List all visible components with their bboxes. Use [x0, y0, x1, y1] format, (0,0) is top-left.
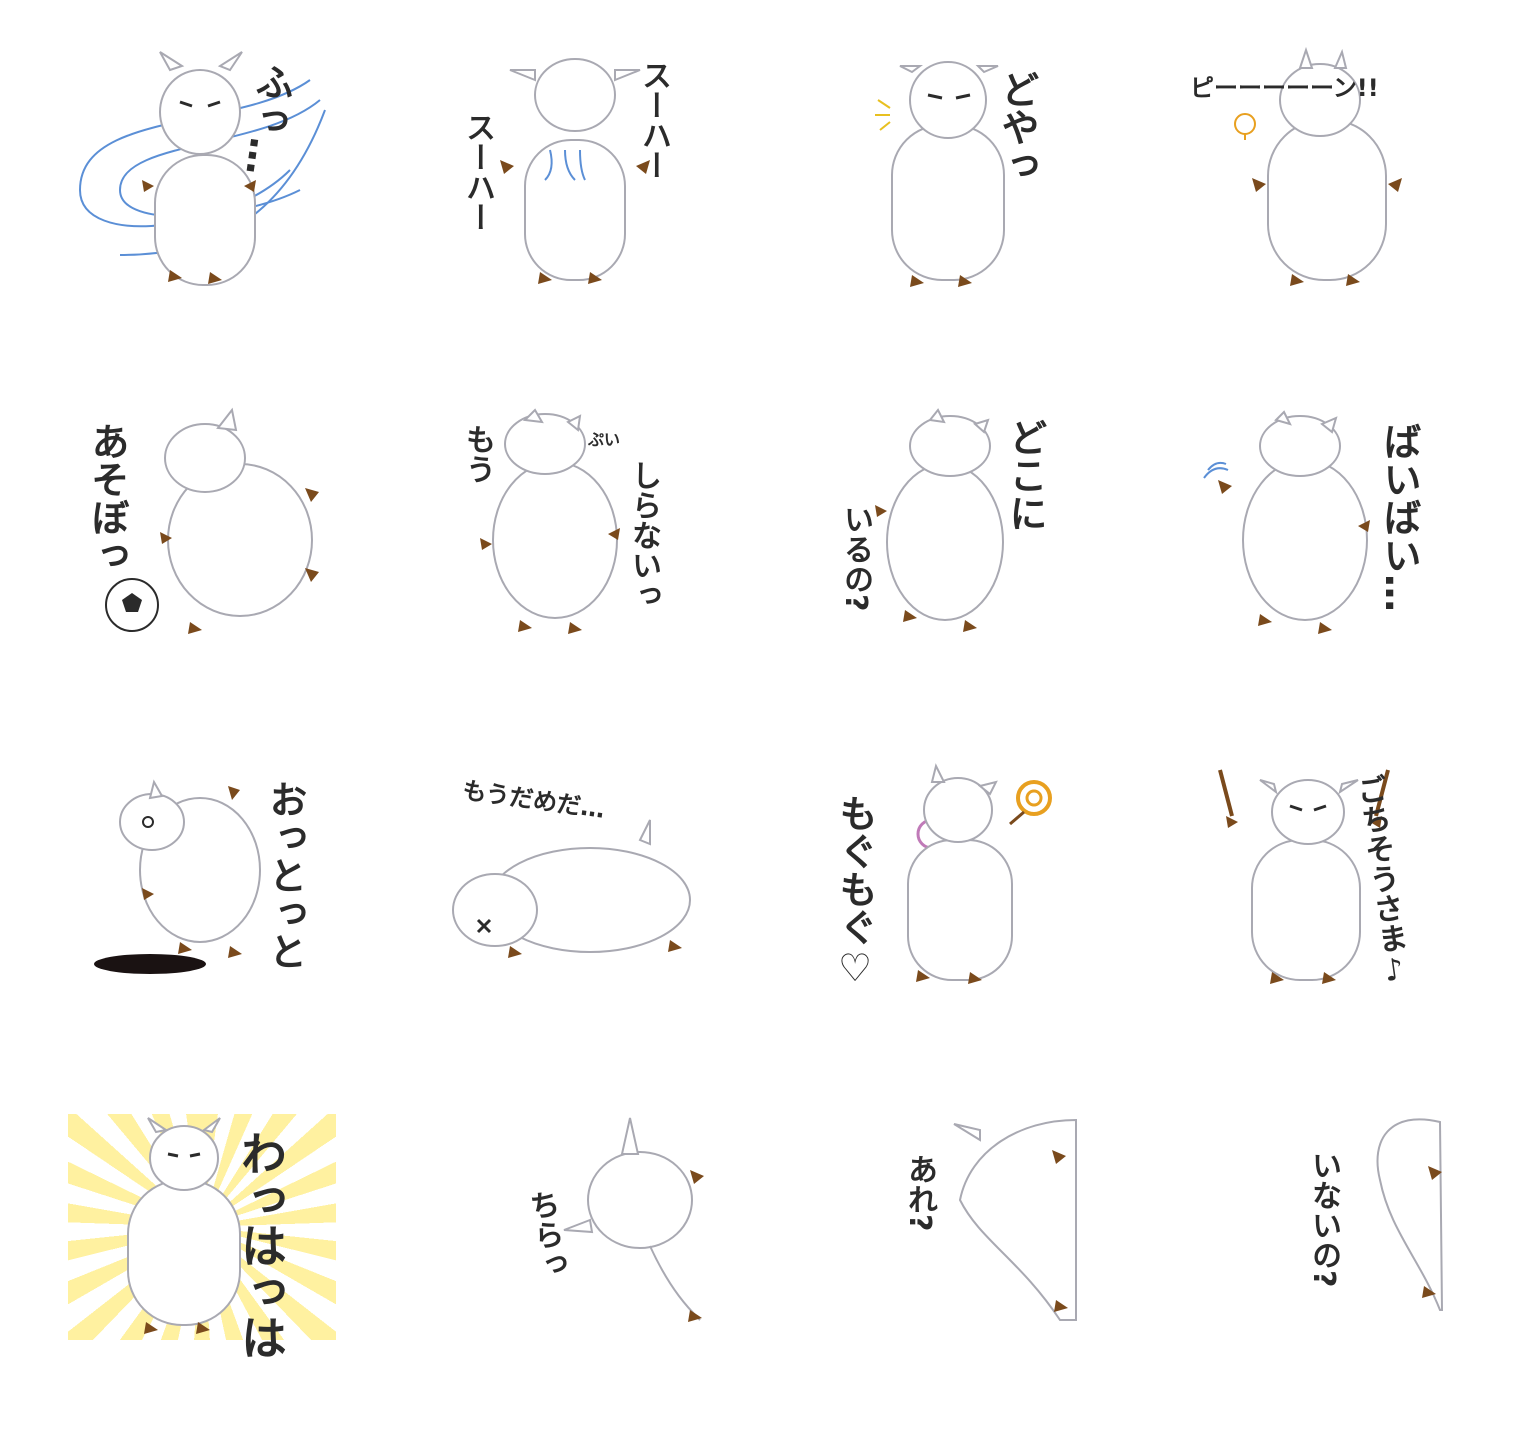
- caption-pui: ぷい: [588, 430, 621, 449]
- sticker-9[interactable]: おっとっと: [60, 760, 440, 1100]
- sticker-4[interactable]: ピーーーーーン!!: [1180, 40, 1530, 380]
- caption-iruno: いるの?: [838, 504, 873, 612]
- soccer-ball-icon: [105, 578, 159, 632]
- caption-suha-right: スーハー: [636, 60, 671, 180]
- chopsticks-icon: [1218, 769, 1390, 817]
- sheep-sticker-3-art: [875, 61, 1005, 287]
- sticker-sheet: ふっ… スーハー スーハー どやっ: [60, 40, 1530, 1360]
- caption-suha-left: スーハー: [460, 112, 495, 232]
- sticker-8[interactable]: ばいばい…: [1180, 400, 1530, 740]
- sheep-sticker-16-art: [1376, 1118, 1444, 1311]
- sticker-11[interactable]: もぐもぐ♡: [820, 760, 1200, 1100]
- sheep-sticker-12-art: [1218, 769, 1390, 984]
- sheep-sticker-10-art: [452, 819, 691, 958]
- sheep-sticker-2-art: [500, 58, 650, 284]
- sheep-sticker-15-art: [953, 1118, 1077, 1321]
- hole-icon: [94, 954, 206, 974]
- sticker-15[interactable]: あれ?: [820, 1110, 1200, 1450]
- caption-ottotto: おっとっと: [263, 780, 307, 970]
- wind-lines-icon: [1203, 461, 1229, 479]
- sticker-16[interactable]: いないの?: [1180, 1110, 1530, 1450]
- sticker-13[interactable]: わっはっは: [60, 1110, 440, 1450]
- sheep-character: [154, 51, 256, 286]
- caption-dokoni: どこに: [1003, 418, 1047, 532]
- wind-lines-icon: [544, 149, 586, 181]
- sheep-sticker-1-art: [78, 51, 326, 286]
- sheep-sticker-13-art: [127, 1117, 241, 1334]
- sheep-sticker-8-art: [1203, 410, 1370, 634]
- caption-are: あれ?: [902, 1154, 937, 1232]
- lightbulb-icon: [1234, 113, 1256, 140]
- sticker-7[interactable]: どこに いるの?: [820, 400, 1200, 740]
- sheep-sticker-9-art: [94, 779, 261, 974]
- caption-shiranai: しらないっ: [626, 460, 661, 610]
- sticker-14[interactable]: ちらっ: [440, 1110, 820, 1450]
- sticker-5[interactable]: あそぼっ: [60, 400, 440, 740]
- caption-inaino: いないの?: [1306, 1150, 1341, 1288]
- sticker-10[interactable]: もうだめだ…: [440, 760, 820, 1100]
- caption-wahha: わっはっは: [234, 1130, 288, 1360]
- sheep-sticker-5-art: [105, 407, 319, 634]
- sheep-sticker-11-art: [907, 763, 1052, 984]
- sheep-sticker-14-art: [563, 1117, 704, 1322]
- caption-mogumogu: もぐもぐ♡: [833, 794, 877, 990]
- lollipop-icon: [1009, 780, 1052, 826]
- sticker-12[interactable]: ごちそうさま♪: [1180, 760, 1530, 1100]
- sticker-1[interactable]: ふっ…: [60, 40, 440, 380]
- sticker-3[interactable]: どやっ: [820, 40, 1200, 380]
- sticker-2[interactable]: スーハー スーハー: [440, 40, 820, 380]
- sheep-sticker-4-art: [1234, 46, 1402, 286]
- caption-doya: どやっ: [995, 70, 1039, 184]
- caption-baibai: ばいばい…: [1377, 422, 1421, 612]
- sheep-sticker-7-art: [875, 408, 1004, 632]
- sticker-6[interactable]: もう ぷい しらないっ: [440, 400, 820, 740]
- caption-piin: ピーーーーーン!!: [1190, 74, 1379, 102]
- sheep-sticker-6-art: [480, 408, 620, 634]
- caption-mou: もう: [460, 424, 495, 484]
- caption-asobo: あそぼっ: [85, 422, 129, 574]
